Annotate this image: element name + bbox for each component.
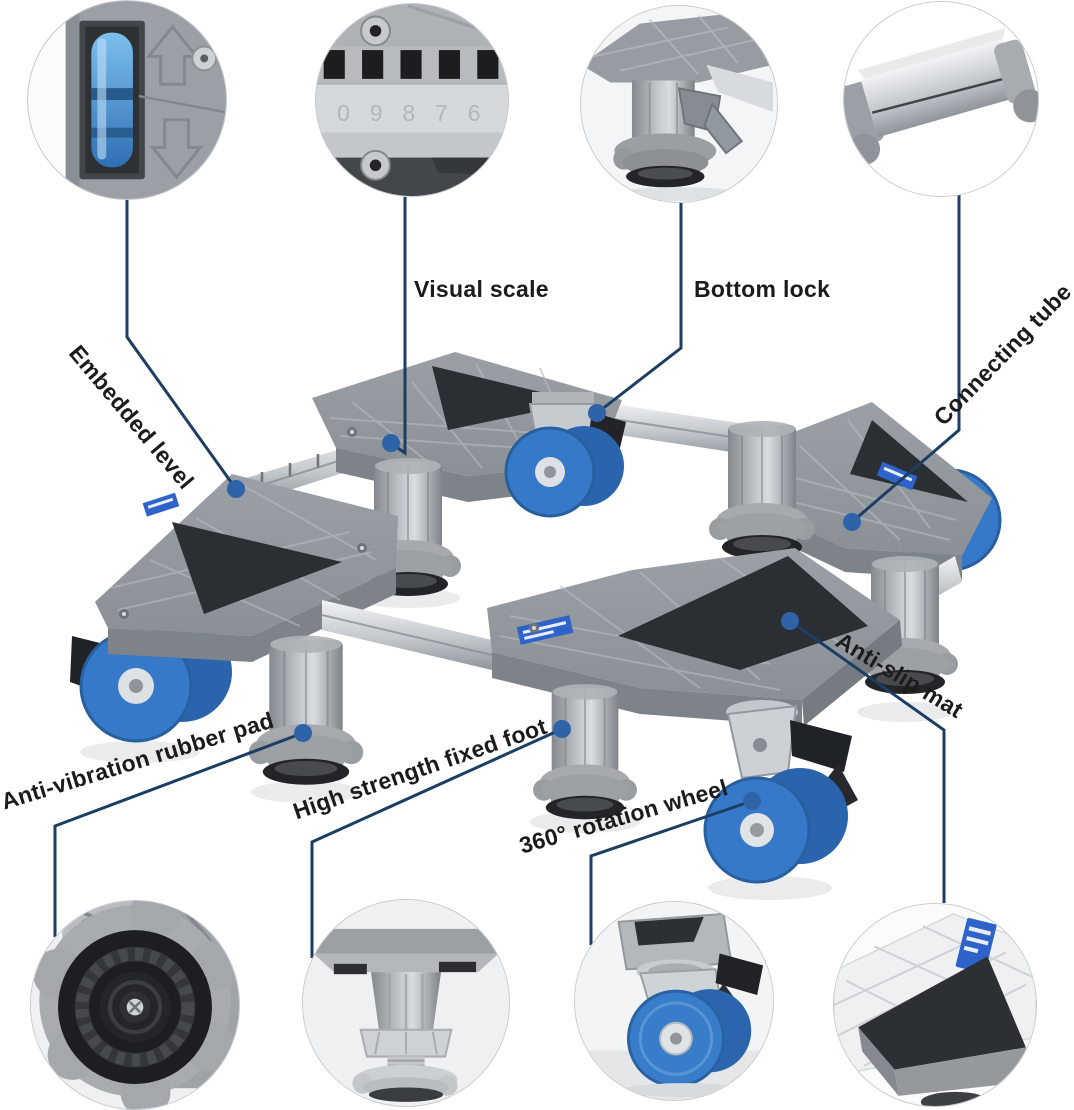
dot-fixed-foot [553,720,571,738]
fixed-foot-photo [303,900,509,1106]
dot-connecting-tube [843,513,861,531]
rotation-wheel-photo [575,902,773,1100]
leader-anti-vibration [53,731,304,937]
dot-bottom-lock [588,404,606,422]
inset-visual-scale: 0 9 8 7 6 [315,3,509,197]
scale-numbers: 0 9 8 7 6 [337,100,487,126]
inset-embedded-level [27,0,227,200]
ground-shadows [80,588,953,900]
dot-anti-vibration [294,724,312,742]
leader-embedded-level [125,200,238,490]
leader-lines [53,195,961,958]
leader-connecting-tube [851,195,961,524]
dot-anti-slip-mat [781,612,799,630]
inset-rubber-pad [30,900,240,1110]
inset-rotation-wheel [574,901,774,1101]
inset-connecting-tube [843,1,1039,197]
bottom-lock-photo [581,6,777,202]
visual-scale-photo: 0 9 8 7 6 [316,4,508,196]
anti-slip-mat-right [850,420,968,502]
leader-anti-slip-mat [789,619,946,903]
anti-slip-mat-top [432,366,582,430]
anti-slip-mat-bottom [618,556,868,670]
anti-slip-mat-left [172,522,342,614]
inset-fixed-foot [302,899,510,1107]
rubber-pad-photo [31,901,239,1109]
inset-anti-slip-mat [833,903,1037,1107]
corner-unit-left [95,474,398,662]
callout-dots [227,404,861,810]
inset-bottom-lock [580,5,778,203]
anti-slip-mat-photo [834,904,1036,1106]
dot-rotation-wheel [743,792,761,810]
corner-unit-bottom [487,548,902,726]
embedded-level-photo [28,1,226,199]
label-bottom-lock: Bottom lock [694,276,831,302]
leader-rotation-wheel [589,799,753,945]
leader-fixed-foot [310,727,563,958]
caster-wheel-front [703,700,858,884]
connecting-tube-bottom-left [321,600,493,670]
dot-embedded-level [227,480,245,498]
connecting-tube-photo [844,2,1038,196]
leader-bottom-lock [596,203,683,415]
dot-visual-scale [382,434,400,452]
label-visual-scale: Visual scale [414,276,549,302]
